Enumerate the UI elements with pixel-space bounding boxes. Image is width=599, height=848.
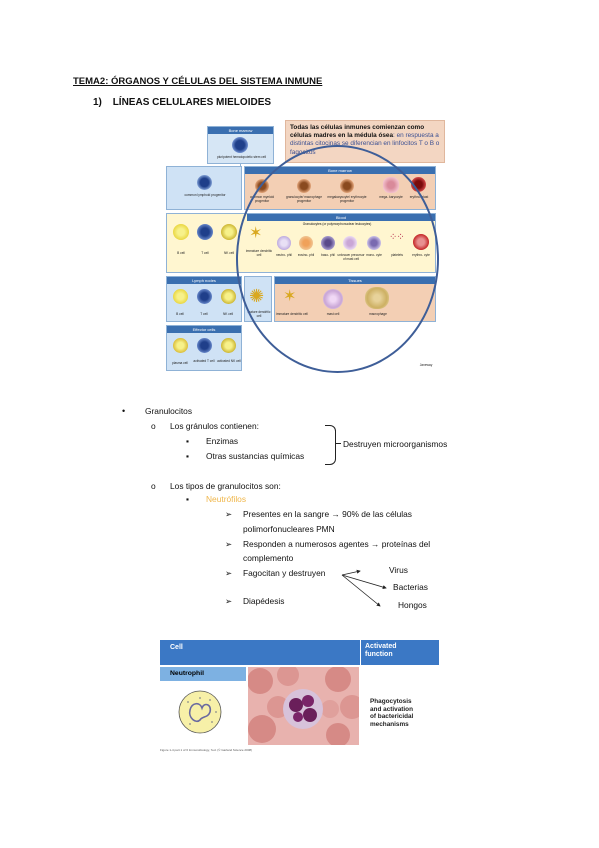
- tipos-text: Los tipos de granulocitos son:: [170, 481, 281, 491]
- neutrofilos-text: Neutrófilos: [206, 494, 247, 504]
- plasma-cell-label: plasma cell: [172, 361, 188, 365]
- highlight-oval: [236, 145, 439, 373]
- section-title: LÍNEAS CELULARES MIELOIDES: [112, 97, 272, 108]
- col-cell-header: Cell: [170, 644, 183, 651]
- activated-tcell-icon: [197, 338, 212, 353]
- fork-arrows: [341, 569, 387, 607]
- table-credit: Figure 1-4 part 1 of 6 Immunobiology, 7e…: [160, 748, 253, 752]
- virus-text: Virus: [389, 565, 408, 575]
- stem-cell-panel: Bone marrow pluripotent hematopoietic st…: [207, 126, 274, 164]
- brace-bracket: [325, 425, 336, 465]
- hongos-text: Hongos: [398, 600, 427, 610]
- square-bullet-1: ▪: [186, 436, 189, 446]
- col-function-header: Activated function: [365, 643, 397, 659]
- page-title: TEMA2: ÓRGANOS Y CÉLULAS DEL SISTEMA INM…: [73, 76, 323, 87]
- brace-tick: [335, 443, 341, 444]
- figure-credit: Janeway: [419, 363, 433, 367]
- section-heading: 1) LÍNEAS CELULARES MIELOIDES: [93, 97, 271, 108]
- row-neutrophil-label: Neutrophil: [160, 667, 246, 681]
- presentes-line2: polimorfonucleares PMN: [243, 524, 335, 534]
- arrow-bullet-4: ➢: [225, 596, 233, 606]
- nkcell-label: NK cell: [223, 251, 235, 255]
- function-line4: mechanisms: [370, 720, 409, 728]
- effector-cells-header: Effector cells: [167, 326, 241, 333]
- arrow-bullet-1: ➢: [225, 509, 233, 519]
- bullet-icon: •: [122, 406, 126, 416]
- col-function-line2: function: [365, 651, 393, 658]
- destruyen-text: Destruyen microorganismos: [343, 439, 448, 449]
- nkcell-icon: [221, 224, 237, 240]
- section-number: 1): [93, 97, 102, 108]
- lymph-nodes-panel: Lymph nodes B cell T cell NK cell: [166, 276, 242, 322]
- o-bullet-1: o: [151, 421, 156, 431]
- arrow-bullet-2: ➢: [225, 539, 233, 549]
- stem-cell-label: pluripotent hematopoietic stem cell: [216, 155, 267, 159]
- effector-cells-panel: Effector cells plasma cell activated T c…: [166, 325, 242, 371]
- function-text: Phagocytosis and activation of bacterici…: [370, 698, 413, 728]
- granulos-text: Los gránulos contienen:: [170, 421, 259, 431]
- table-header: Cell Activated function: [160, 640, 439, 665]
- stem-cell-icon: [232, 137, 248, 153]
- bcell-label: B cell: [177, 251, 185, 255]
- arrow-bullet-3: ➢: [225, 568, 233, 578]
- granulocitos-text: Granulocitos: [145, 406, 193, 416]
- bullet-granulocitos: •: [122, 406, 125, 417]
- lymphoid-progenitor-icon: [197, 175, 212, 190]
- activated-nk-label: activated NK cell: [217, 359, 241, 363]
- plasma-cell-icon: [173, 338, 188, 353]
- header-divider: [360, 640, 361, 665]
- fagocitan-text: Fagocitan y destruyen: [243, 568, 326, 578]
- neutrophil-drawing: [178, 690, 222, 734]
- ln-bcell-icon: [173, 289, 188, 304]
- function-line3: of bactericidal: [370, 713, 414, 721]
- activated-nk-icon: [221, 338, 236, 353]
- ln-bcell-label: B cell: [176, 312, 184, 316]
- ln-nkcell-icon: [221, 289, 236, 304]
- enzimas-text: Enzimas: [206, 436, 239, 446]
- diapedesis-text: Diapédesis: [243, 596, 285, 606]
- function-line2: and activation: [370, 705, 413, 713]
- bacterias-text: Bacterias: [393, 582, 428, 592]
- lymphoid-panel: common lymphoid progenitor: [166, 166, 242, 210]
- ln-nkcell-label: NK cell: [222, 312, 234, 316]
- lymphoid-progenitor-label: common lymphoid progenitor: [184, 193, 226, 197]
- ln-tcell-icon: [197, 289, 212, 304]
- bcell-icon: [173, 224, 189, 240]
- square-bullet-2: ▪: [186, 451, 189, 461]
- neutrophil-micrograph: [248, 667, 359, 745]
- lymph-nodes-header: Lymph nodes: [167, 277, 241, 284]
- ln-tcell-label: T cell: [200, 312, 208, 316]
- note-bold: Todas las células inmunes comienzan como…: [290, 124, 425, 140]
- col-function-line1: Activated: [365, 643, 397, 650]
- responden-line1: Responden a numerosos agentes → proteína…: [243, 539, 431, 549]
- presentes-line1: Presentes en la sangre → 90% de las célu…: [243, 509, 412, 519]
- otras-text: Otras sustancias químicas: [206, 451, 305, 461]
- bone-marrow-header: Bone marrow: [208, 127, 273, 134]
- o-bullet-2: o: [151, 481, 156, 491]
- responden-line2: complemento: [243, 553, 294, 563]
- tcell-icon: [197, 224, 213, 240]
- square-bullet-3: ▪: [186, 494, 189, 504]
- activated-tcell-label: activated T cell: [193, 359, 215, 363]
- function-line1: Phagocytosis: [370, 698, 412, 705]
- neutrophil-table: Cell Activated function Neutrophil Phago…: [160, 640, 439, 752]
- tcell-label: T cell: [201, 251, 209, 255]
